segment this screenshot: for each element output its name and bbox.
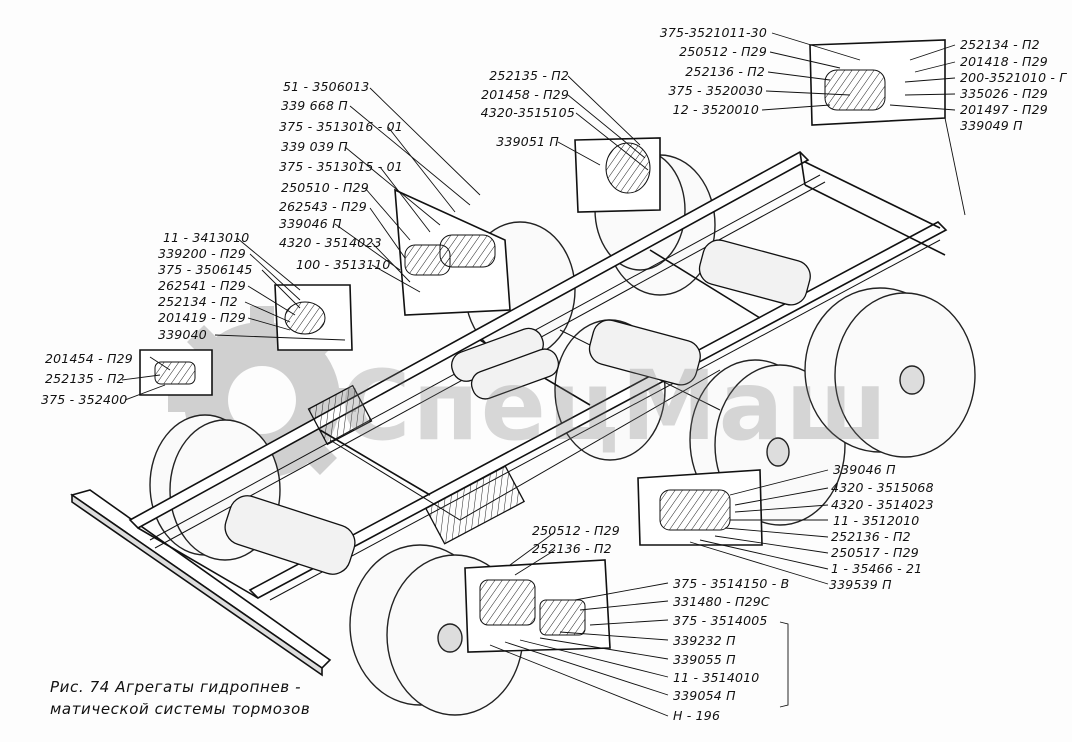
label-n-196: Н - 196 — [673, 708, 721, 723]
label-331480-p29s: 331480 - П29С — [673, 594, 770, 609]
frame-rail-right — [248, 221, 948, 599]
label-51-3506013: 51 - 3506013 — [283, 79, 370, 94]
label-250510-p29: 250510 - П29 — [281, 180, 369, 195]
label-200-3521010-g: 200-3521010 - Г — [960, 70, 1067, 85]
label-11-3514010: 11 - 3514010 — [673, 670, 760, 685]
label-4320-3515105: 4320-3515105 — [480, 105, 575, 120]
label-339049p: 339049 П — [960, 118, 1023, 133]
label-339046p-ul: 339046 П — [279, 216, 342, 231]
label-1-35466-21: 1 - 35466 - 21 — [831, 561, 923, 576]
air-reservoir-2 — [470, 348, 560, 400]
label-375-3506145: 375 - 3506145 — [158, 262, 253, 277]
label-252135-p2-tc: 252135 - П2 — [489, 68, 569, 83]
label-201497-p29: 201497 - П29 — [960, 102, 1048, 117]
label-252134-p2-l: 252134 - П2 — [158, 294, 238, 309]
label-4320-3515068: 4320 - 3515068 — [831, 480, 934, 495]
watermark-text: СпецМаш — [340, 350, 890, 462]
label-100-3513110: 100 - 3513110 — [296, 257, 391, 272]
label-339539p: 339539 П — [829, 577, 892, 592]
label-375-352400: 375 - 352400 — [41, 392, 128, 407]
label-252136-p2-tr: 252136 - П2 — [685, 64, 765, 79]
label-339668p: 339 668 П — [281, 98, 348, 113]
label-375-3513016-01: 375 - 3513016 - 01 — [279, 119, 403, 134]
label-252136-p2-rl: 252136 - П2 — [831, 529, 911, 544]
label-375-3514005: 375 - 3514005 — [673, 613, 768, 628]
label-375-3520030: 375 - 3520030 — [668, 83, 763, 98]
label-4320-3514023-ul: 4320 - 3514023 — [279, 235, 382, 250]
label-339040: 339040 — [158, 327, 207, 342]
label-339051p: 339051 П — [496, 134, 559, 149]
label-339055p: 339055 П — [673, 652, 736, 667]
label-339232p: 339232 П — [673, 633, 736, 648]
label-11-3512010: 11 - 3512010 — [833, 513, 920, 528]
label-252136-p2-bc: 252136 - П2 — [532, 541, 612, 556]
label-201419-p29: 201419 - П29 — [158, 310, 246, 325]
label-201458-p29: 201458 - П29 — [481, 87, 569, 102]
label-375-3521011-30: 375-3521011-30 — [659, 25, 767, 40]
label-335026-p29: 335026 - П29 — [960, 86, 1048, 101]
label-4320-3514023-rl: 4320 - 3514023 — [831, 497, 934, 512]
label-375-3514150-v: 375 - 3514150 - В — [673, 576, 790, 591]
label-339200-p29: 339200 - П29 — [158, 246, 246, 261]
label-262541-p29: 262541 - П29 — [158, 278, 246, 293]
caption-line-2: матической системы тормозов — [50, 700, 311, 718]
label-250512-p29-bc: 250512 - П29 — [532, 523, 620, 538]
label-250517-p29: 250517 - П29 — [831, 545, 919, 560]
label-201454-p29: 201454 - П29 — [45, 351, 133, 366]
label-375-3513015-01: 375 - 3513015 - 01 — [279, 159, 403, 174]
label-339039p: 339 039 П — [281, 139, 348, 154]
axle-components — [224, 239, 811, 575]
label-262543-p29: 262543 - П29 — [279, 199, 367, 214]
frame-rail-left — [128, 151, 810, 529]
label-11-3413010: 11 - 3413010 — [163, 230, 250, 245]
caption-line-1: Рис. 74 Агрегаты гидропнев - — [50, 678, 302, 696]
label-12-3520010: 12 - 3520010 — [672, 102, 759, 117]
label-201418-p29: 201418 - П29 — [960, 54, 1048, 69]
label-252135-p2-fl: 252135 - П2 — [45, 371, 125, 386]
inset-parts — [154, 69, 886, 636]
figure-caption: Рис. 74 Агрегаты гидропнев - матической … — [50, 676, 310, 720]
label-339054p: 339054 П — [673, 688, 736, 703]
label-252134-p2-tr: 252134 - П2 — [960, 37, 1040, 52]
label-250512-p29-tr: 250512 - П29 — [679, 44, 767, 59]
leader-lines — [121, 32, 966, 717]
label-339046p-rl: 339046 П — [833, 462, 896, 477]
wheels — [149, 149, 976, 716]
